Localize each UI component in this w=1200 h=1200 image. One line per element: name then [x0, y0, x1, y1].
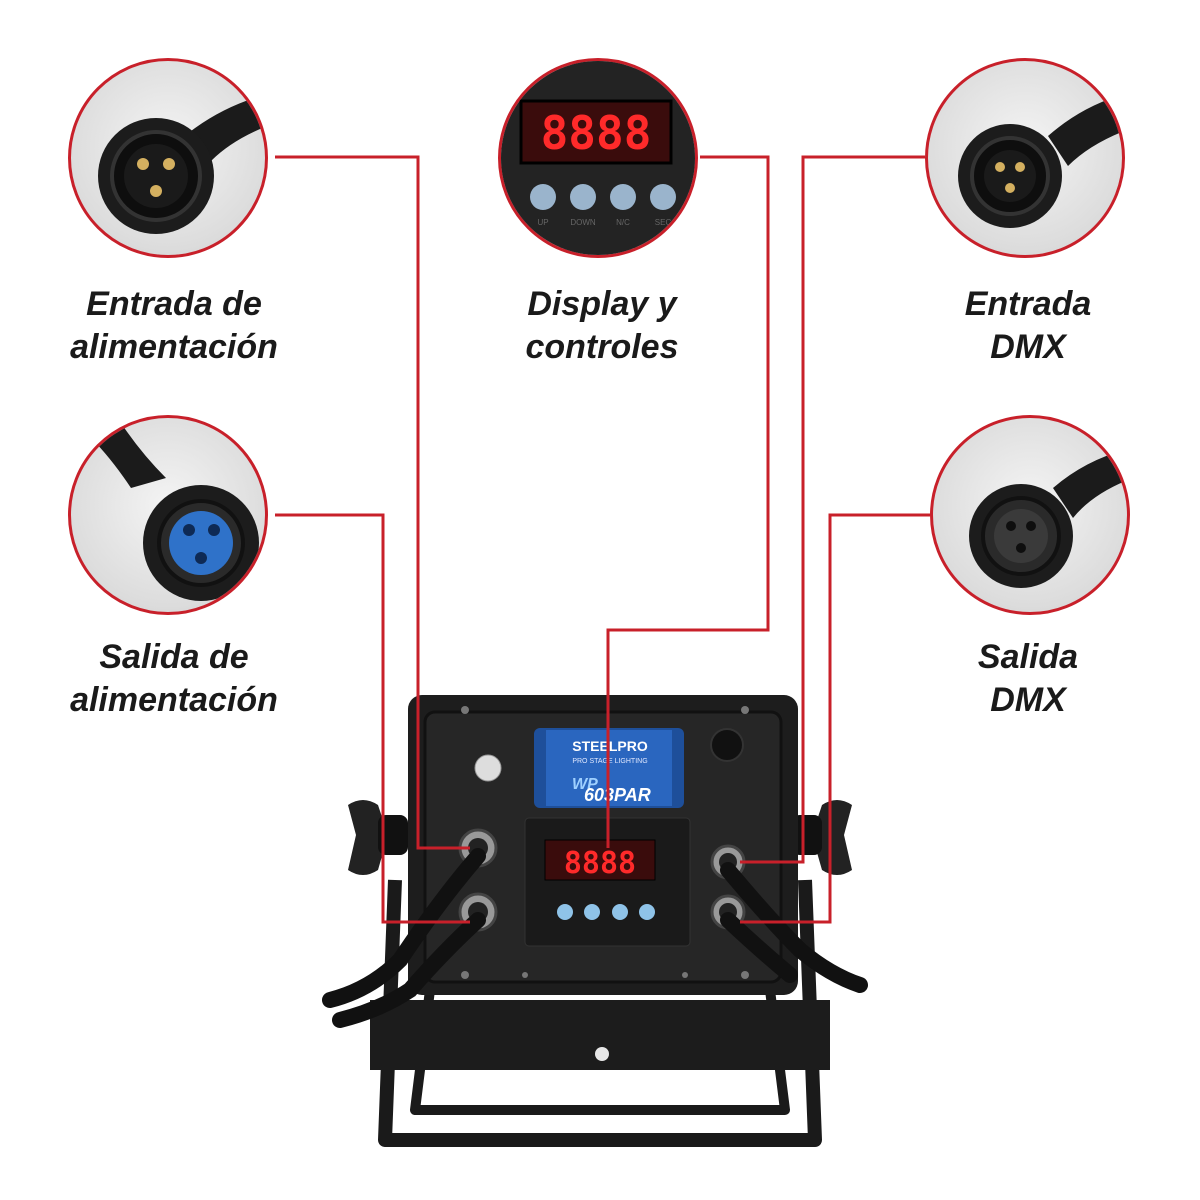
side-knob-right-icon [792, 800, 852, 875]
callout-dmx-input [925, 58, 1125, 258]
three-pin-male-connector-icon [98, 94, 265, 234]
button-label-sec: SEC [655, 218, 672, 227]
leader-display [606, 155, 770, 848]
brand-name: STEELPRO [572, 738, 648, 754]
brand-tagline: PRO STAGE LIGHTING [572, 758, 647, 765]
label-power-output-line1: Salida de [99, 638, 249, 676]
leader-dmx-input [740, 155, 925, 864]
label-dmx-output: Salida DMX [868, 636, 1188, 722]
callout-display: 8888 UP DOWN N/C SEC [498, 58, 698, 258]
three-pin-dmx-male-connector-icon [958, 94, 1122, 228]
label-power-input-line1: Entrada de [86, 285, 262, 323]
leader-power-output [275, 513, 470, 924]
model-name: 603PAR [584, 785, 651, 805]
qc-sticker [474, 754, 502, 782]
label-power-output-line2: alimentación [70, 681, 278, 719]
label-dmx-input-line1: Entrada [964, 285, 1092, 323]
model-prefix: WP [572, 776, 598, 793]
leader-power-input [275, 155, 470, 850]
button-label-nc: N/C [616, 218, 630, 227]
label-dmx-output-line2: DMX [990, 681, 1066, 719]
button-label-down: DOWN [570, 218, 596, 227]
leader-dmx-output [740, 513, 930, 924]
label-power-input: Entrada de alimentación [14, 283, 334, 369]
label-dmx-input-line2: DMX [990, 328, 1066, 366]
label-power-output: Salida de alimentación [14, 636, 334, 722]
side-knob-left-icon [348, 800, 408, 875]
three-pin-dmx-female-connector-icon [969, 449, 1127, 588]
label-display-line1: Display y [527, 285, 677, 323]
cables [322, 848, 868, 1028]
callout-power-output [68, 415, 268, 615]
three-pin-female-connector-icon [91, 423, 259, 601]
display-controls-closeup-icon: 8888 UP DOWN N/C SEC [501, 61, 695, 255]
callout-power-input [68, 58, 268, 258]
device-led-readout: 8888 [564, 846, 636, 881]
button-label-up: UP [537, 218, 548, 227]
bracket-hole [595, 1047, 609, 1061]
label-display-line2: controles [525, 328, 679, 366]
label-dmx-input: Entrada DMX [868, 283, 1188, 369]
label-display: Display y controles [442, 283, 762, 369]
pressure-valve-icon [710, 728, 744, 762]
panel-screws [461, 706, 749, 979]
callout-dmx-output [930, 415, 1130, 615]
closeup-led-readout: 8888 [541, 106, 652, 160]
label-power-input-line2: alimentación [70, 328, 278, 366]
device-led-display [544, 839, 656, 881]
label-dmx-output-line1: Salida [977, 638, 1079, 676]
device-buttons [557, 904, 655, 920]
